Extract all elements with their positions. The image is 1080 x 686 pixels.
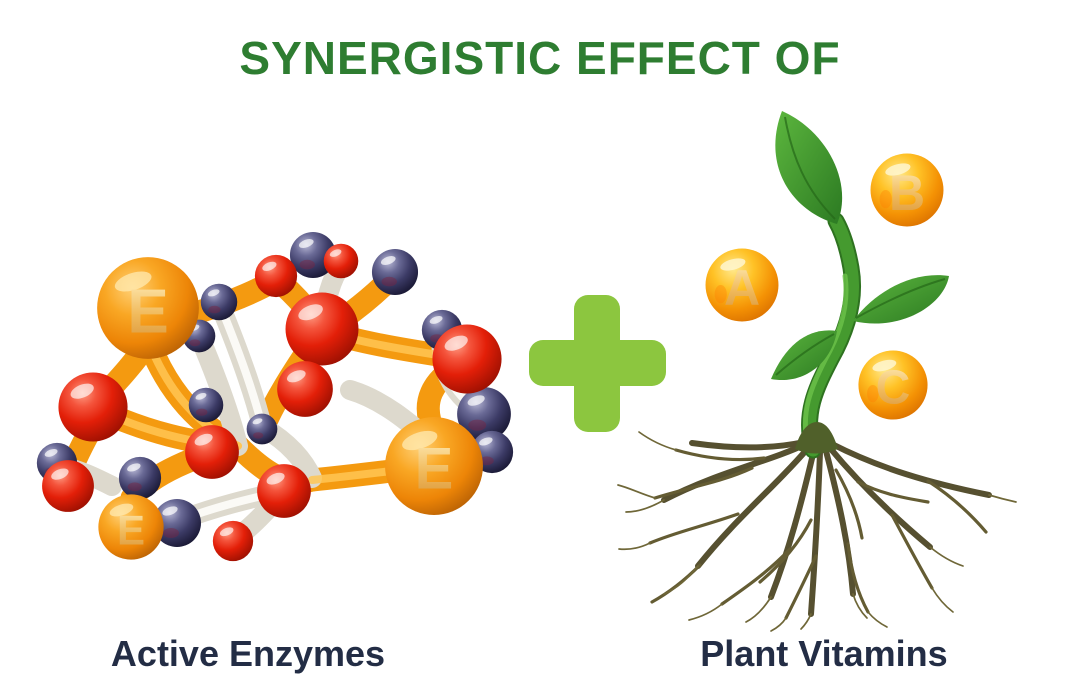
root-strand: [653, 466, 754, 500]
root-strand: [758, 518, 813, 584]
root-strand: [770, 617, 787, 632]
enzyme-letter: E: [127, 278, 168, 347]
plant-vitamins-illustration: A B C: [617, 111, 1017, 632]
plant-roots: [617, 431, 1017, 632]
atom-navy: [246, 413, 278, 445]
leaf-midrib: [784, 116, 836, 220]
atom-red: [285, 292, 359, 366]
root-strand: [617, 484, 656, 499]
plant-leaf-left: [771, 330, 837, 381]
atom-red: [212, 520, 254, 562]
root-strand: [625, 499, 665, 513]
root-strand: [674, 448, 766, 462]
bond-path: [190, 328, 248, 456]
stem-highlight: [802, 273, 849, 449]
enzyme-letter: E: [117, 507, 145, 554]
root-strand: [695, 444, 812, 569]
root-strand: [846, 542, 870, 614]
plant-leaf-right: [853, 275, 949, 324]
leaf-midrib: [855, 278, 946, 319]
atom-red: [277, 361, 333, 417]
root-strand: [988, 494, 1017, 503]
page-title: SYNERGISTIC EFFECT OF: [239, 32, 841, 84]
root-strand: [926, 479, 988, 534]
root-strand: [720, 547, 792, 606]
plant-stem: [795, 212, 862, 459]
root-strand: [867, 611, 888, 628]
atom-navy: [200, 283, 238, 321]
enzyme-letter: E: [415, 437, 454, 502]
root-strand: [827, 445, 933, 550]
root-strand: [823, 448, 856, 597]
active-enzymes-illustration: E E E: [36, 231, 514, 562]
atom-red: [185, 425, 239, 479]
atom-navy: [188, 387, 224, 423]
root-strand: [852, 593, 868, 619]
root-strand: [689, 439, 807, 451]
root-strand: [834, 468, 864, 540]
stem-base: [795, 422, 838, 454]
atom-red: [42, 460, 94, 512]
vitamin-sphere-c: C: [858, 350, 928, 420]
root-strand: [688, 603, 723, 621]
root-strand: [638, 431, 677, 451]
vitamin-sphere-a: A: [705, 248, 779, 322]
atom-red: [323, 243, 359, 279]
root-strand: [663, 565, 699, 595]
root-strand: [929, 546, 964, 567]
root-strand: [648, 512, 740, 545]
plant-leaf-top: [775, 111, 843, 224]
enzyme-sphere-e2: E: [98, 494, 164, 560]
leaf-blade: [853, 275, 949, 324]
atom-red: [58, 372, 128, 442]
leaf-blade: [775, 111, 843, 224]
root-strand: [808, 449, 823, 617]
vitamin-letter: C: [876, 362, 911, 415]
stem-path: [803, 214, 860, 457]
vitamin-letter: B: [889, 165, 925, 221]
vitamin-sphere-b: B: [870, 153, 944, 227]
root-strand: [745, 596, 772, 623]
root-strand: [890, 513, 934, 590]
root-strand: [800, 613, 812, 630]
enzyme-sphere-e3: E: [385, 417, 483, 515]
atom-red: [257, 464, 311, 518]
plus-bar-vertical: [574, 295, 620, 432]
atom-red: [432, 324, 502, 394]
caption-plant-vitamins: Plant Vitamins: [700, 633, 948, 674]
atom-navy: [118, 456, 162, 500]
atom-red: [254, 254, 298, 298]
root-strand: [931, 587, 954, 613]
root-strand: [618, 542, 651, 551]
root-strand: [768, 447, 817, 600]
atom-navy: [371, 248, 419, 296]
enzyme-sphere-e1: E: [97, 257, 199, 359]
caption-active-enzymes: Active Enzymes: [110, 633, 386, 674]
root-strand: [856, 480, 930, 504]
vitamin-letter: A: [724, 260, 760, 316]
root-strand: [784, 554, 818, 620]
plus-icon: [529, 295, 666, 432]
root-strand: [829, 441, 992, 498]
root-strand: [650, 563, 702, 604]
leaf-midrib: [775, 333, 835, 376]
